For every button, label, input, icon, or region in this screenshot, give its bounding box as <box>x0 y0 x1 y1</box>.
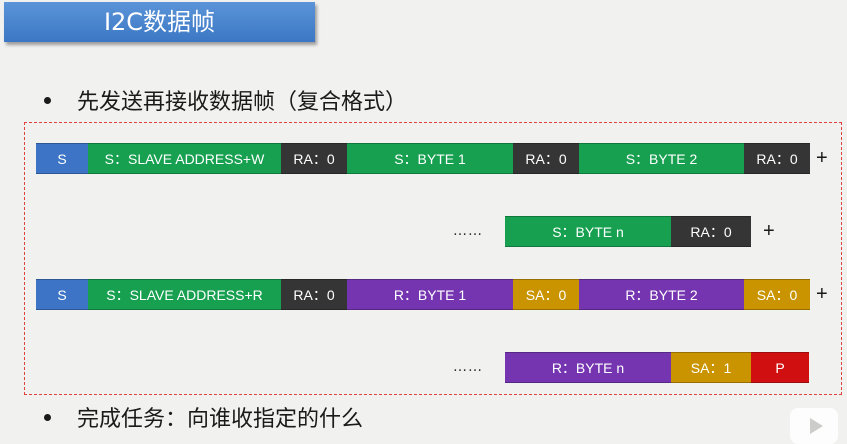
read-byte-n-segment: R：BYTE n <box>505 352 671 383</box>
bullet-text-2: 完成任务：向谁收指定的什么 <box>77 407 364 432</box>
frame-row-read: S S：SLAVE ADDRESS+R RA：0 R：BYTE 1 SA：0 R… <box>36 279 828 310</box>
send-byte-1-segment: S：BYTE 1 <box>347 143 513 174</box>
ellipsis-marker: …… <box>453 359 483 375</box>
start-bit-segment: S <box>36 279 88 310</box>
receiver-ack-segment: RA：0 <box>671 216 751 247</box>
read-byte-2-segment: R：BYTE 2 <box>579 279 744 310</box>
receiver-ack-segment: RA：0 <box>744 143 810 174</box>
bullet-item-2: 完成任务：向谁收指定的什么 <box>44 401 363 433</box>
sender-nack-segment: SA：1 <box>671 352 751 383</box>
continuation-plus: + <box>816 283 828 305</box>
send-byte-2-segment: S：BYTE 2 <box>579 143 744 174</box>
slave-address-write-segment: S：SLAVE ADDRESS+W <box>88 143 281 174</box>
receiver-ack-segment: RA：0 <box>281 143 347 174</box>
send-byte-n-segment: S：BYTE n <box>505 216 671 247</box>
ellipsis-marker: …… <box>453 223 483 239</box>
frame-row-read-cont: R：BYTE n SA：1 P <box>505 352 809 383</box>
sender-ack-segment: SA：0 <box>513 279 579 310</box>
start-bit-segment: S <box>36 143 88 174</box>
slide-title: I2C数据帧 <box>4 2 315 42</box>
receiver-ack-segment: RA：0 <box>281 279 347 310</box>
stop-bit-segment: P <box>751 352 809 383</box>
frame-row-write: S S：SLAVE ADDRESS+W RA：0 S：BYTE 1 RA：0 S… <box>36 143 828 174</box>
frame-row-write-cont: S：BYTE n RA：0 + <box>505 216 775 247</box>
bullet-text-1: 先发送再接收数据帧（复合格式） <box>77 90 408 115</box>
receiver-ack-segment: RA：0 <box>513 143 579 174</box>
bullet-dot-icon <box>44 413 51 421</box>
bullet-item-1: 先发送再接收数据帧（复合格式） <box>44 84 407 116</box>
continuation-plus: + <box>816 147 828 169</box>
frame-diagram-border <box>24 122 842 395</box>
continuation-plus: + <box>763 220 775 242</box>
read-byte-1-segment: R：BYTE 1 <box>347 279 513 310</box>
sender-ack-segment: SA：0 <box>744 279 810 310</box>
slave-address-read-segment: S：SLAVE ADDRESS+R <box>88 279 281 310</box>
play-icon[interactable] <box>790 408 838 444</box>
bullet-dot-icon <box>44 96 51 104</box>
